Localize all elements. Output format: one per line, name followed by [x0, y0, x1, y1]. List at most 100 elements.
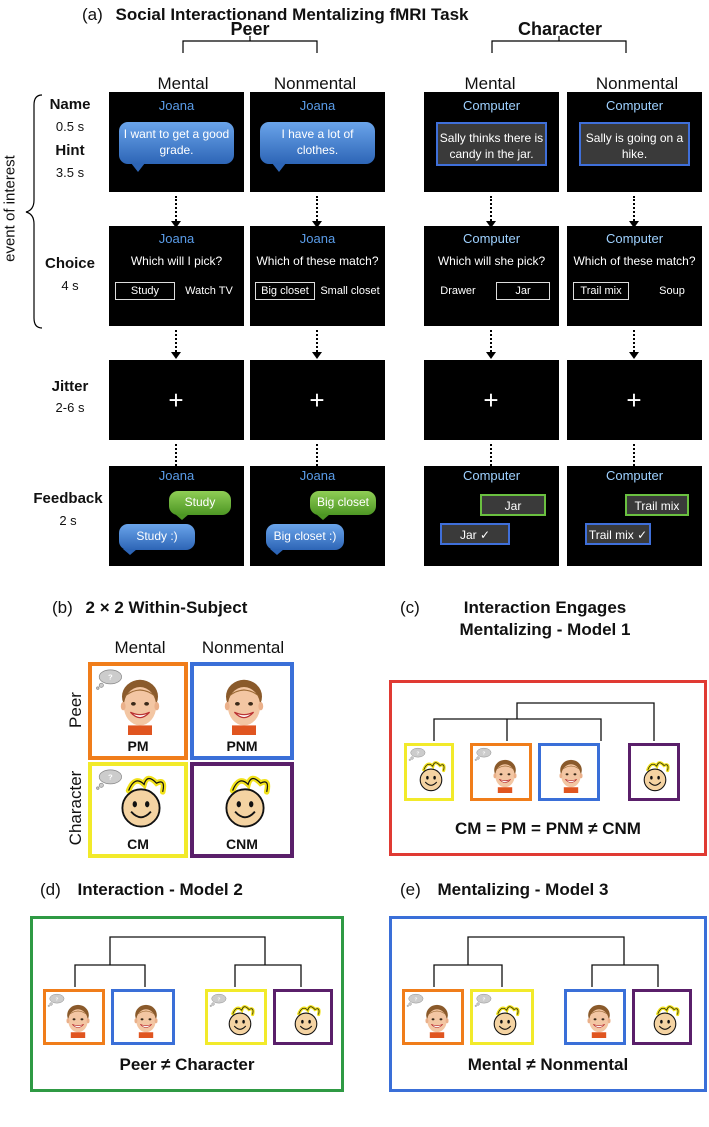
bubble-tail — [175, 514, 189, 520]
bubble-tail — [272, 163, 286, 172]
boy-face-icon — [214, 670, 274, 740]
cell-cnm: CNM — [190, 762, 294, 858]
fixation-cross: + — [626, 385, 642, 415]
cell-label: CM — [127, 836, 149, 852]
col-char-mental: Mental — [464, 74, 516, 93]
thought-bubble-icon — [47, 993, 65, 1007]
choice-left-option: Big closet — [255, 282, 315, 300]
m3-cm — [470, 989, 534, 1045]
row-choice-time: 4 s — [61, 278, 79, 293]
b-row-peer: Peer — [66, 692, 85, 728]
m3-pnm — [564, 989, 626, 1045]
screen-name: Computer — [605, 231, 664, 246]
flow-arrow — [312, 444, 322, 473]
model2-frame: Peer ≠ Character — [30, 916, 344, 1092]
m3-cnm — [632, 989, 692, 1045]
row-name-label: Name — [49, 96, 91, 113]
flow-arrow — [312, 330, 322, 359]
thought-bubble-icon — [406, 993, 424, 1007]
row-jitter-time: 2-6 s — [55, 400, 85, 415]
flow-arrow — [486, 196, 496, 228]
col-peer-mental: Mental — [157, 74, 209, 93]
m1-cnm — [628, 743, 680, 801]
cartoon-face-icon — [413, 756, 449, 798]
m2-pm — [43, 989, 105, 1045]
screen-name: Computer — [605, 98, 664, 113]
screen-name: Joana — [299, 231, 336, 246]
choice-left-option: Trail mix — [573, 282, 629, 300]
cell-cm: CM — [88, 762, 188, 858]
bubble-tail — [123, 549, 137, 555]
choice-screen-cnm: Computer Which of these match? Trail mix… — [567, 226, 702, 326]
panel-a-label: (a) — [82, 5, 103, 24]
feedback-bottom-bubble: Big closet :) — [266, 524, 344, 550]
group-brackets — [182, 36, 627, 53]
hint-screen-cm: Computer Sally thinks there is candy in … — [424, 92, 559, 192]
cell-pm: PM — [88, 662, 188, 760]
bubble-tail — [270, 549, 284, 555]
model1-dendrogram — [433, 702, 655, 741]
panel-a-heading: Social Interactionand Mentalizing fMRI T… — [115, 5, 469, 24]
boy-face-icon — [581, 998, 617, 1042]
row-jitter-label: Jitter — [51, 378, 89, 395]
screen-name: Computer — [462, 468, 521, 483]
event-of-interest-label: event of interest — [1, 155, 19, 262]
choice-screen-pm: Joana Which will I pick? Study Watch TV — [109, 226, 244, 326]
thought-bubble-icon — [408, 747, 426, 761]
feedback-top-box: Trail mix — [625, 494, 689, 516]
feedback-bottom-box: Jar ✓ — [440, 523, 510, 545]
cartoon-face-icon — [288, 1000, 324, 1042]
screen-name: Joana — [299, 98, 336, 113]
jitter-screen-pm: + — [109, 360, 244, 440]
m1-pm — [470, 743, 532, 801]
feedback-top-bubble: Study — [169, 491, 231, 515]
b-col-nonmental: Nonmental — [201, 638, 285, 657]
flow-arrow — [171, 330, 181, 359]
choice-left-option: Study — [115, 282, 175, 300]
panel-c-title2: Mentalizing - Model 1 — [459, 620, 631, 639]
model2-equation: Peer ≠ Character — [119, 1055, 255, 1074]
thought-bubble-icon — [474, 993, 492, 1007]
hint-screen-cnm: Computer Sally is going on a hike. — [567, 92, 702, 192]
panel-b-heading: 2 × 2 Within-Subject — [85, 598, 248, 617]
panel-d-title: (d) Interaction - Model 2 — [40, 880, 243, 900]
thought-bubble-icon — [95, 668, 123, 690]
choice-right-option: Jar — [496, 282, 550, 300]
boy-face-icon — [128, 998, 164, 1042]
character-heading: Character — [517, 19, 603, 39]
cartoon-face-icon — [214, 770, 276, 836]
model1-equation: CM = PM = PNM ≠ CNM — [455, 819, 641, 838]
feedback-top-bubble: Big closet — [310, 491, 376, 515]
feedback-screen-pnm: Joana Big closet Big closet :) — [250, 466, 385, 566]
panel-e-title: (e) Mentalizing - Model 3 — [400, 880, 608, 900]
m3-pm — [402, 989, 464, 1045]
cartoon-face-icon — [222, 1000, 258, 1042]
flow-arrow — [629, 196, 639, 228]
fixation-cross: + — [483, 385, 499, 415]
feedback-screen-cm: Computer Jar Jar ✓ — [424, 466, 559, 566]
jitter-screen-pnm: + — [250, 360, 385, 440]
feedback-top-box: Jar — [480, 494, 546, 516]
hint-screen-pm: Joana I want to get a good grade. — [109, 92, 244, 192]
model1-frame: CM = PM = PNM ≠ CNM — [389, 680, 707, 856]
m2-pnm — [111, 989, 175, 1045]
row-feedback-time: 2 s — [59, 513, 77, 528]
bubble-tail — [316, 514, 330, 520]
flow-arrow — [312, 196, 322, 228]
row-name-time: 0.5 s — [55, 119, 85, 134]
boy-face-icon — [419, 998, 455, 1042]
boy-face-icon — [487, 752, 523, 798]
cell-label: PM — [127, 738, 149, 754]
cell-label: CNM — [226, 836, 258, 852]
flow-arrow — [629, 444, 639, 473]
hint-box: Sally thinks there is candy in the jar. — [436, 122, 547, 166]
choice-question: Which of these match? — [573, 254, 696, 268]
bubble-tail — [131, 163, 145, 172]
m2-cnm — [273, 989, 333, 1045]
cartoon-face-icon — [647, 1000, 683, 1042]
cartoon-face-icon — [487, 1000, 523, 1042]
flow-arrow — [486, 330, 496, 359]
fixation-cross: + — [168, 385, 184, 415]
row-hint-time: 3.5 s — [55, 165, 85, 180]
cell-pnm: PNM — [190, 662, 294, 760]
